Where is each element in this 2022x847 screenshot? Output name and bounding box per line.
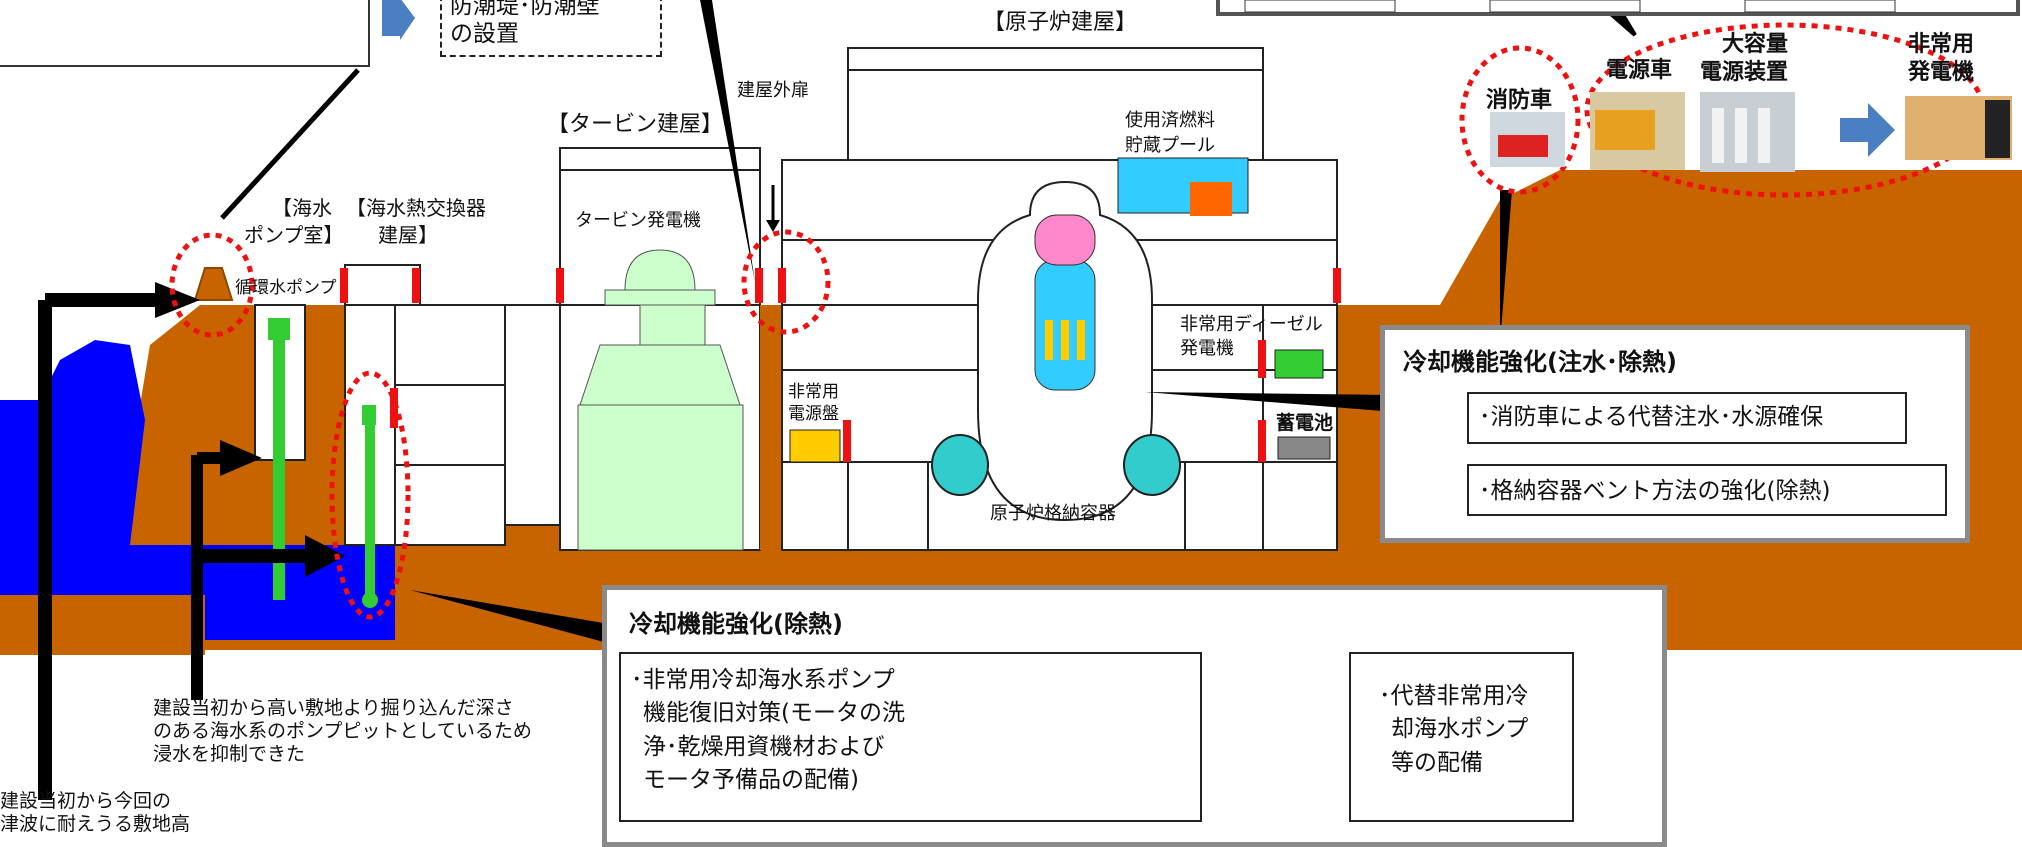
turbine-generator [577, 404, 744, 551]
seawall-text-1: 防潮堤･防潮壁 [450, 0, 600, 19]
cooling-heat-right-text: ･代替非常用冷 却海水ポンプ 等の配備 [1379, 683, 1529, 776]
emergency-gen-label-1: 非常用 [1908, 32, 1975, 57]
spent-fuel-pool-label-1: 使用済燃料 [1125, 110, 1215, 131]
large-power-label-2: 電源装置 [1700, 60, 1789, 85]
cooling-heat-left-text: ･非常用冷却海水系ポンプ 機能復旧対策(モータの洗 浄･乾燥用資機材および モー… [631, 667, 905, 794]
turbine-building-label: 【タービン建屋】 [547, 112, 724, 137]
ground-bottom [0, 595, 205, 655]
seawall-arrow-text: 強化 [404, 0, 424, 6]
panel-label-2: 電源盤 [788, 404, 839, 424]
cooling-inject-item-1: ･消防車による代替注水･水源確保 [1467, 392, 1907, 444]
cooling-heat-title: 冷却機能強化(除熱) [629, 610, 843, 638]
seawall-text-2: の設置 [450, 21, 519, 47]
hx-building-label-2: 建屋】 [378, 223, 438, 247]
blue-arrow-seawall [382, 0, 415, 40]
reactor-building-label: 【原子炉建屋】 [983, 10, 1138, 35]
sw-pump-shaft [365, 425, 375, 600]
highlight-fire-truck [1459, 45, 1581, 195]
fire-truck-label: 消防車 [1486, 88, 1553, 113]
cooling-inject-item-2: ･格納容器ベント方法の強化(除熱) [1467, 464, 1947, 516]
spent-fuel-pool-label-2: 貯蔵プール [1125, 135, 1215, 156]
suppression-pool-left [931, 434, 989, 496]
emergency-diesel [1274, 349, 1324, 379]
suppression-pool-right [1123, 434, 1181, 496]
cooling-inject-title: 冷却機能強化(注水･除熱) [1403, 348, 1677, 376]
sea-water [0, 340, 215, 640]
pump-pit-note: 建設当初から高い敷地より掘り込んだ深さ のある海水系のポンプピットとしているため… [153, 697, 532, 766]
site-height-note: 建設当初から今回の 津波に耐えうる敷地高 [0, 790, 191, 836]
circ-pump-shaft [273, 340, 285, 600]
panel-label-1: 非常用 [788, 382, 839, 402]
cooling-heat-left-box: ･非常用冷却海水系ポンプ 機能復旧対策(モータの洗 浄･乾燥用資機材および モー… [619, 652, 989, 822]
emergency-panel [789, 429, 841, 463]
cooling-heat-right-box: ･代替非常用冷 却海水ポンプ 等の配備 [1349, 652, 1574, 822]
cooling-inject-panel: 冷却機能強化(注水･除熱) ･消防車による代替注水･水源確保 ･格納容器ベント方… [1380, 325, 1970, 543]
power-truck-label: 電源車 [1606, 58, 1673, 83]
cooling-heat-panel: 冷却機能強化(除熱) ･非常用冷却海水系ポンプ 機能復旧対策(モータの洗 浄･乾… [602, 585, 1667, 847]
emergency-gen-label-2: 発電機 [1908, 60, 1975, 85]
diesel-label-1: 非常用ディーゼル [1180, 314, 1323, 335]
circ-pump-motor [268, 318, 290, 340]
strengthen-arrow-text: 強化 [1259, 707, 1287, 723]
highlight-seawall [169, 232, 255, 338]
large-power-label-1: 大容量 [1722, 32, 1789, 57]
diesel-label-2: 発電機 [1180, 338, 1234, 359]
circ-pump-label: 循環水ポンプ [235, 278, 337, 298]
turbine-generator-label: タービン発電機 [575, 210, 701, 231]
hx-building-label-1: 【海水熱交換器 [346, 196, 486, 220]
sw-pump-motor [362, 405, 376, 425]
building-door-label: 建屋外扉 [737, 80, 809, 101]
pump-room-label-2: ポンプ室】 [244, 223, 344, 247]
cooling-photo-frame [977, 652, 1202, 822]
reactor-vessel-top [1034, 214, 1096, 266]
seawall-callout-outer [0, 0, 370, 67]
highlight-pump [329, 370, 411, 620]
blue-arrow-power [1840, 103, 1895, 157]
highlight-doors [741, 229, 831, 335]
battery-bank [1277, 436, 1331, 460]
seawall-cone [193, 267, 234, 301]
battery-label: 蓄電池 [1276, 412, 1334, 434]
pump-room-label-1: 【海水 [272, 196, 332, 220]
seawall-box: 防潮堤･防潮壁 の設置 [440, 0, 662, 57]
containment-label: 原子炉格納容器 [990, 503, 1116, 524]
